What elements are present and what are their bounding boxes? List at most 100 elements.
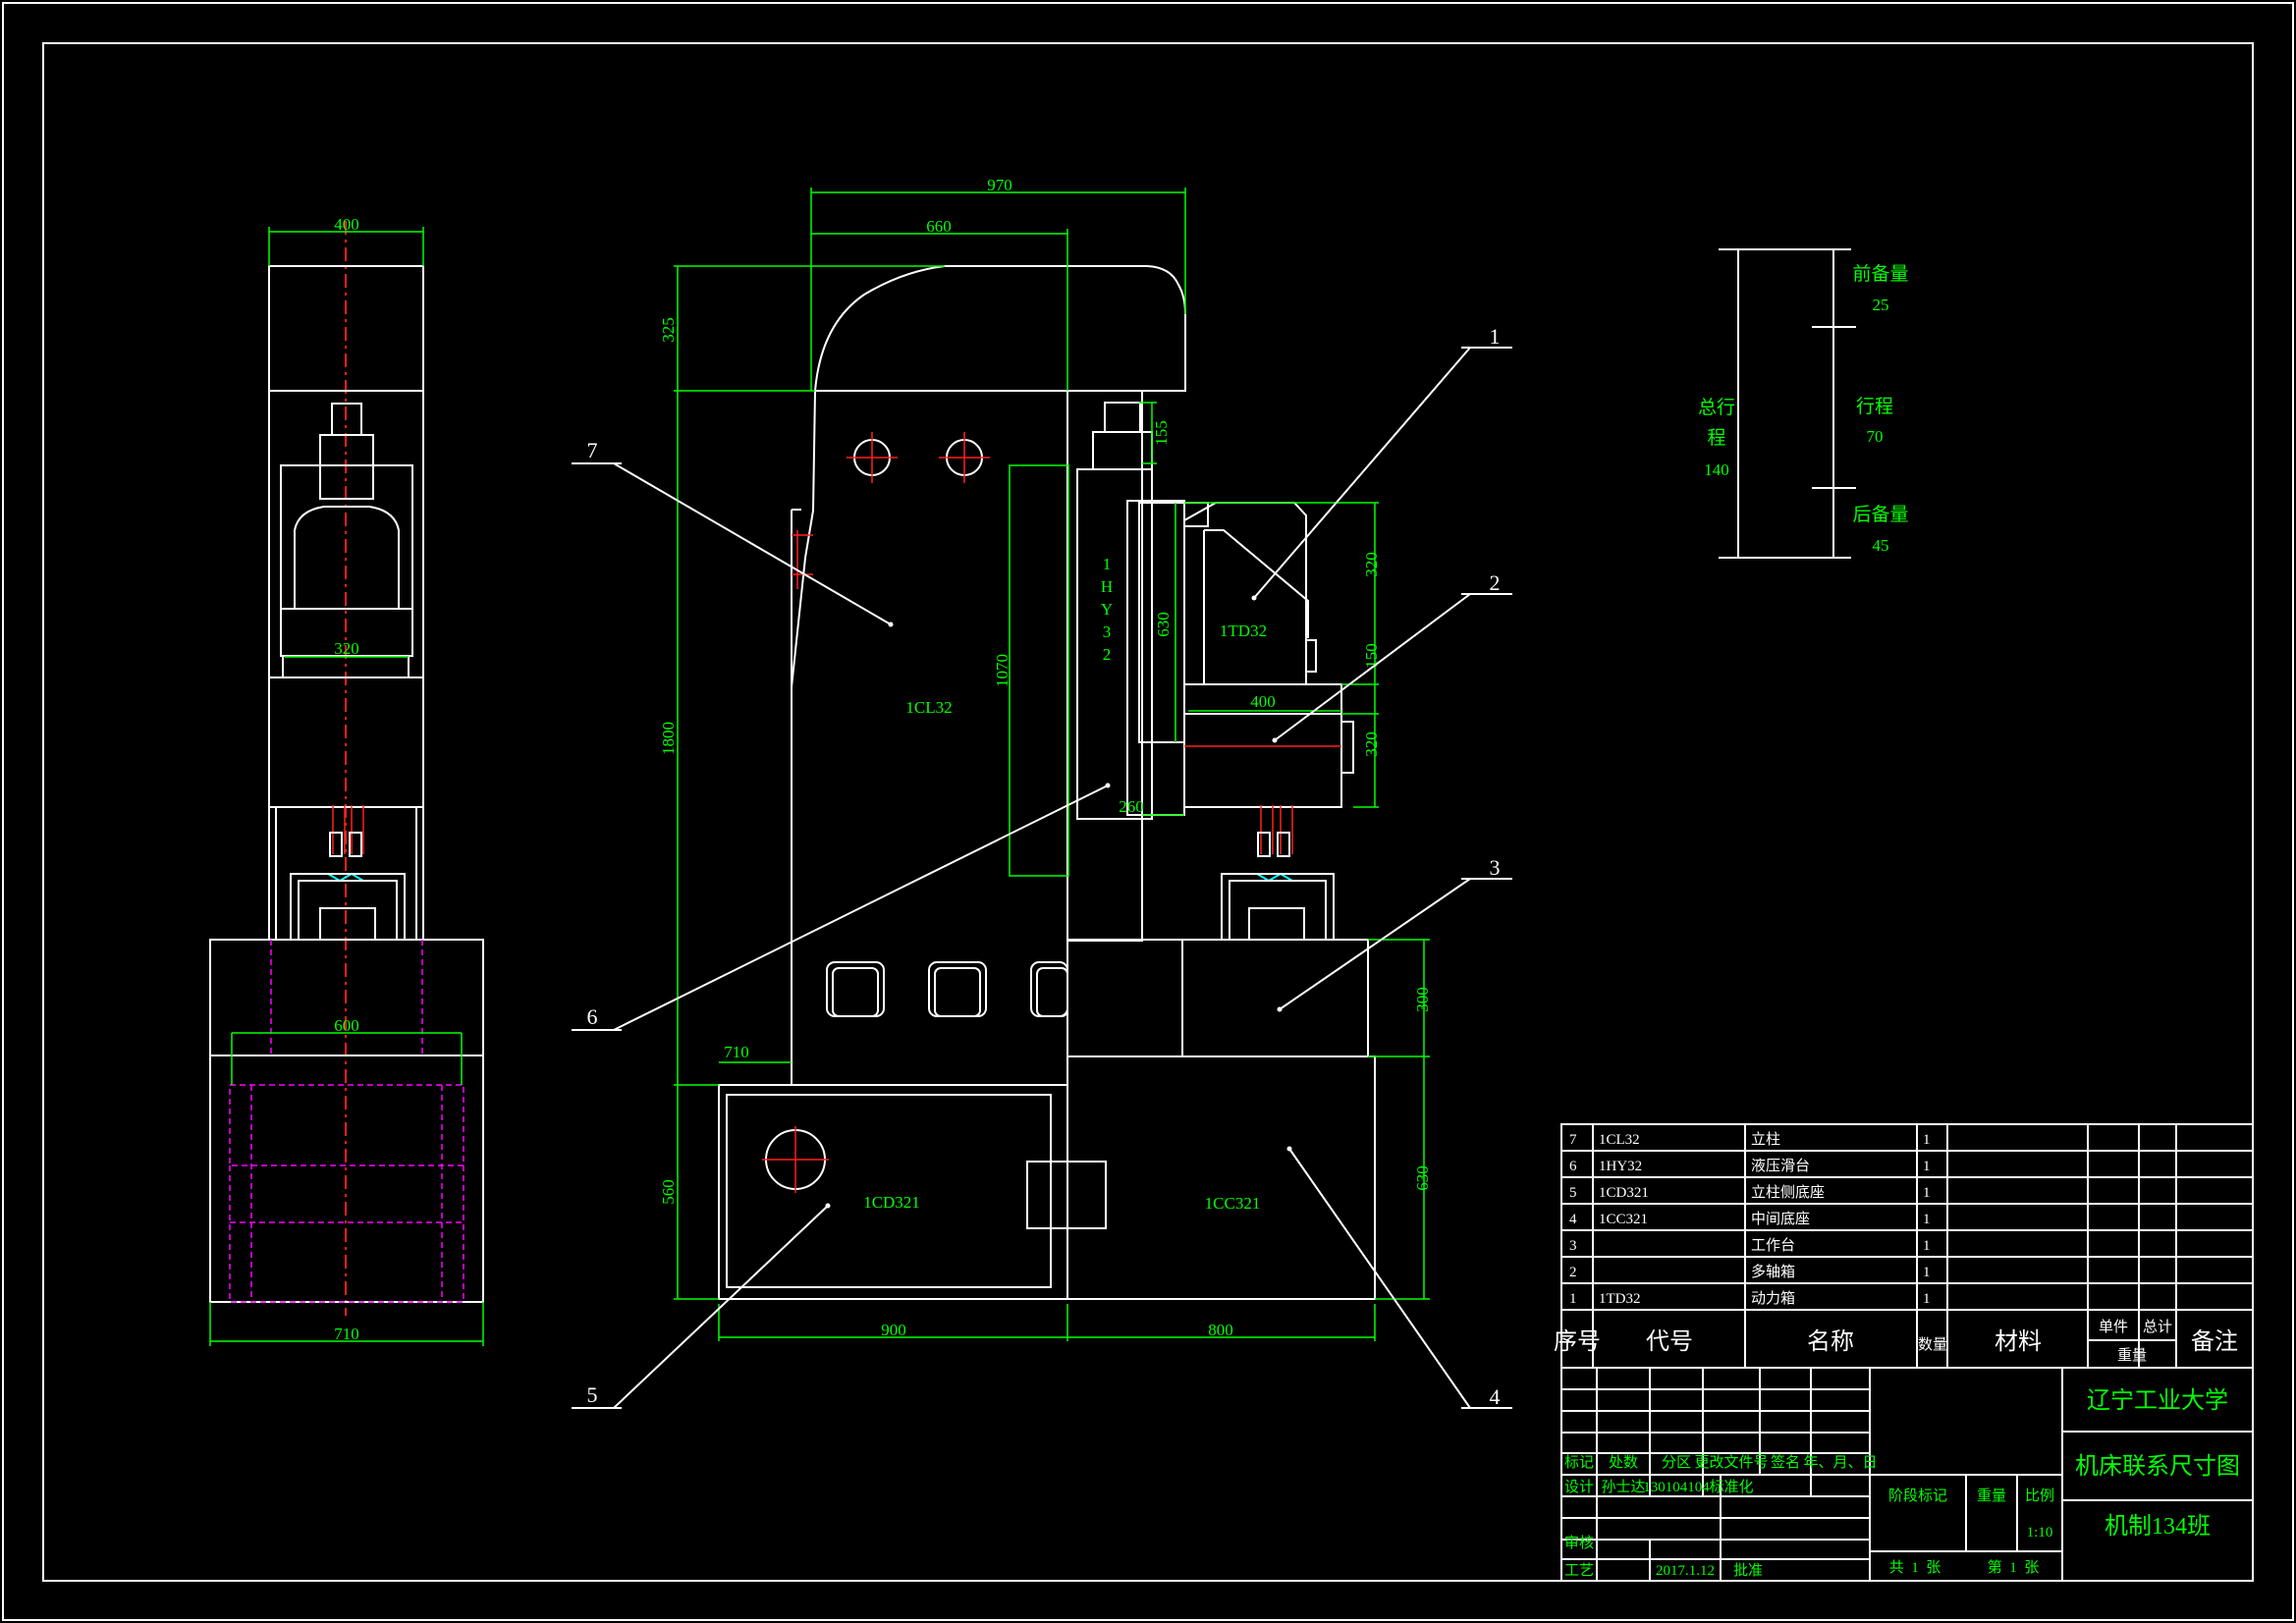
bom-header-cell: 序号 (1554, 1328, 1601, 1355)
bom-cell: 1TD32 (1599, 1291, 1641, 1307)
bom-cell: 多轴箱 (1751, 1264, 1795, 1280)
process-label: 工艺 (1564, 1562, 1594, 1579)
date-label: 年、月、日 (1803, 1454, 1877, 1471)
scale-label: 比例 (2025, 1488, 2054, 1504)
review-label: 审核 (1564, 1535, 1594, 1551)
total-stroke-label-2: 程 (1707, 427, 1725, 449)
bom-cell: 立柱 (1751, 1131, 1780, 1148)
bom-header-cell: 数量 (1918, 1336, 1947, 1353)
stroke-label: 行程 (1856, 396, 1893, 417)
dim-900: 900 (881, 1321, 906, 1339)
slide-label-char: H (1101, 577, 1113, 596)
front-view: 970 660 325 1800 155 1070 630 320 150 40… (572, 176, 1512, 1409)
change-doc-label: 更改文件号 (1694, 1454, 1768, 1471)
dim-325: 325 (659, 317, 678, 343)
callout-4: 4 (1490, 1384, 1501, 1409)
standard-label: 标准化 (1709, 1479, 1753, 1495)
callout-7: 7 (587, 438, 598, 462)
designer-name: 孙士达 (1601, 1479, 1645, 1495)
bom-cell: 1CL32 (1599, 1132, 1640, 1148)
dim-660: 660 (926, 217, 952, 236)
bom-cell: 液压滑台 (1751, 1158, 1810, 1174)
sign-label: 签名 (1771, 1454, 1800, 1471)
dim-560: 560 (659, 1179, 678, 1205)
front-reserve-value: 25 (1873, 296, 1889, 314)
drawing-title: 机床联系尺寸图 (2075, 1453, 2240, 1480)
label-side-base: 1CD321 (863, 1193, 920, 1212)
bom-cell: 1HY32 (1599, 1159, 1642, 1174)
slide-label-char: 2 (1103, 645, 1112, 664)
dim-630-base: 630 (1413, 1165, 1432, 1191)
stroke-diagram: 总行 程 140 前备量 25 行程 70 后备量 45 (1698, 248, 1909, 559)
callout-6: 6 (587, 1004, 598, 1029)
bom-cell: 1 (1923, 1159, 1931, 1174)
stage-mark-label: 阶段标记 (1888, 1488, 1947, 1504)
bom-cell: 3 (1569, 1238, 1577, 1254)
bom-header-cell: 总计 (2143, 1319, 2172, 1335)
side-dim-base-top: 600 (334, 1016, 359, 1035)
sheets-total: 共 1 张 (1889, 1559, 1941, 1576)
bom-cell: 1CC321 (1599, 1212, 1648, 1227)
back-reserve-label: 后备量 (1852, 504, 1908, 525)
count-label: 处数 (1609, 1454, 1638, 1471)
label-mid-base: 1CC321 (1205, 1194, 1261, 1213)
bom-cell: 2 (1569, 1265, 1577, 1280)
approve-label: 批准 (1733, 1562, 1763, 1579)
dim-970: 970 (987, 176, 1012, 194)
slide-label-char: Y (1101, 600, 1113, 619)
bom-cell: 中间底座 (1751, 1211, 1810, 1227)
dim-710: 710 (724, 1043, 749, 1061)
dim-260: 260 (1119, 797, 1144, 816)
bom-cell: 工作台 (1751, 1237, 1795, 1254)
dim-320-upper: 320 (1362, 552, 1381, 577)
dim-400: 400 (1250, 692, 1276, 711)
dim-630-slide: 630 (1154, 612, 1173, 637)
bom-header-cell: 代号 (1646, 1328, 1693, 1355)
back-reserve-value: 45 (1873, 536, 1889, 555)
drawing-date: 2017.1.12 (1656, 1563, 1715, 1579)
dim-1070: 1070 (993, 654, 1011, 687)
bom-cell: 1 (1923, 1238, 1931, 1254)
bom-cell: 6 (1569, 1159, 1577, 1174)
stroke-value: 70 (1867, 427, 1884, 446)
bom-cell: 1 (1923, 1291, 1931, 1307)
title-block: 标记 处数 分区 更改文件号 签名 年、月、日 设计 孙士达 130104104… (1560, 1367, 2254, 1582)
bom-header-cell: 材料 (1995, 1328, 2042, 1355)
bom-cell: 7 (1569, 1132, 1577, 1148)
zone-label: 分区 (1662, 1454, 1691, 1471)
school-name: 辽宁工业大学 (2087, 1387, 2228, 1414)
weight-label: 重量 (1977, 1488, 2006, 1504)
label-slide-vertical: 1HY 3 2 (1101, 555, 1113, 664)
total-stroke-value: 140 (1704, 460, 1729, 479)
bom-cell: 1 (1569, 1291, 1577, 1307)
bom-cell: 1 (1923, 1132, 1931, 1148)
sheet-number: 第 1 张 (1988, 1558, 2040, 1576)
bom-header-cell: 名称 (1807, 1328, 1854, 1355)
scale-value: 1:10 (2027, 1525, 2053, 1541)
callout-2: 2 (1490, 570, 1501, 595)
mark-label: 标记 (1564, 1454, 1594, 1471)
callout-5: 5 (587, 1382, 598, 1407)
bom-cell: 1 (1923, 1185, 1931, 1201)
dim-150: 150 (1362, 643, 1381, 669)
bom-header-cell: 单件 (2099, 1319, 2128, 1335)
bom-cell: 4 (1569, 1212, 1577, 1227)
class-name: 机制134班 (2105, 1513, 2211, 1540)
side-dim-mid: 320 (334, 639, 359, 658)
callout-3: 3 (1490, 855, 1501, 880)
side-dim-base-bottom: 710 (334, 1325, 359, 1343)
slide-label-char: 3 (1103, 622, 1112, 641)
bom-cell: 1 (1923, 1212, 1931, 1227)
dim-155: 155 (1152, 420, 1171, 446)
design-label: 设计 (1564, 1479, 1594, 1495)
label-power-head: 1TD32 (1220, 622, 1267, 640)
slide-label-char: 1 (1103, 555, 1112, 573)
total-stroke-label-1: 总行 (1698, 397, 1735, 418)
dim-800: 800 (1208, 1321, 1233, 1339)
callout-1: 1 (1490, 324, 1501, 349)
student-id: 130104104 (1643, 1480, 1710, 1495)
side-dim-top: 400 (334, 215, 359, 234)
